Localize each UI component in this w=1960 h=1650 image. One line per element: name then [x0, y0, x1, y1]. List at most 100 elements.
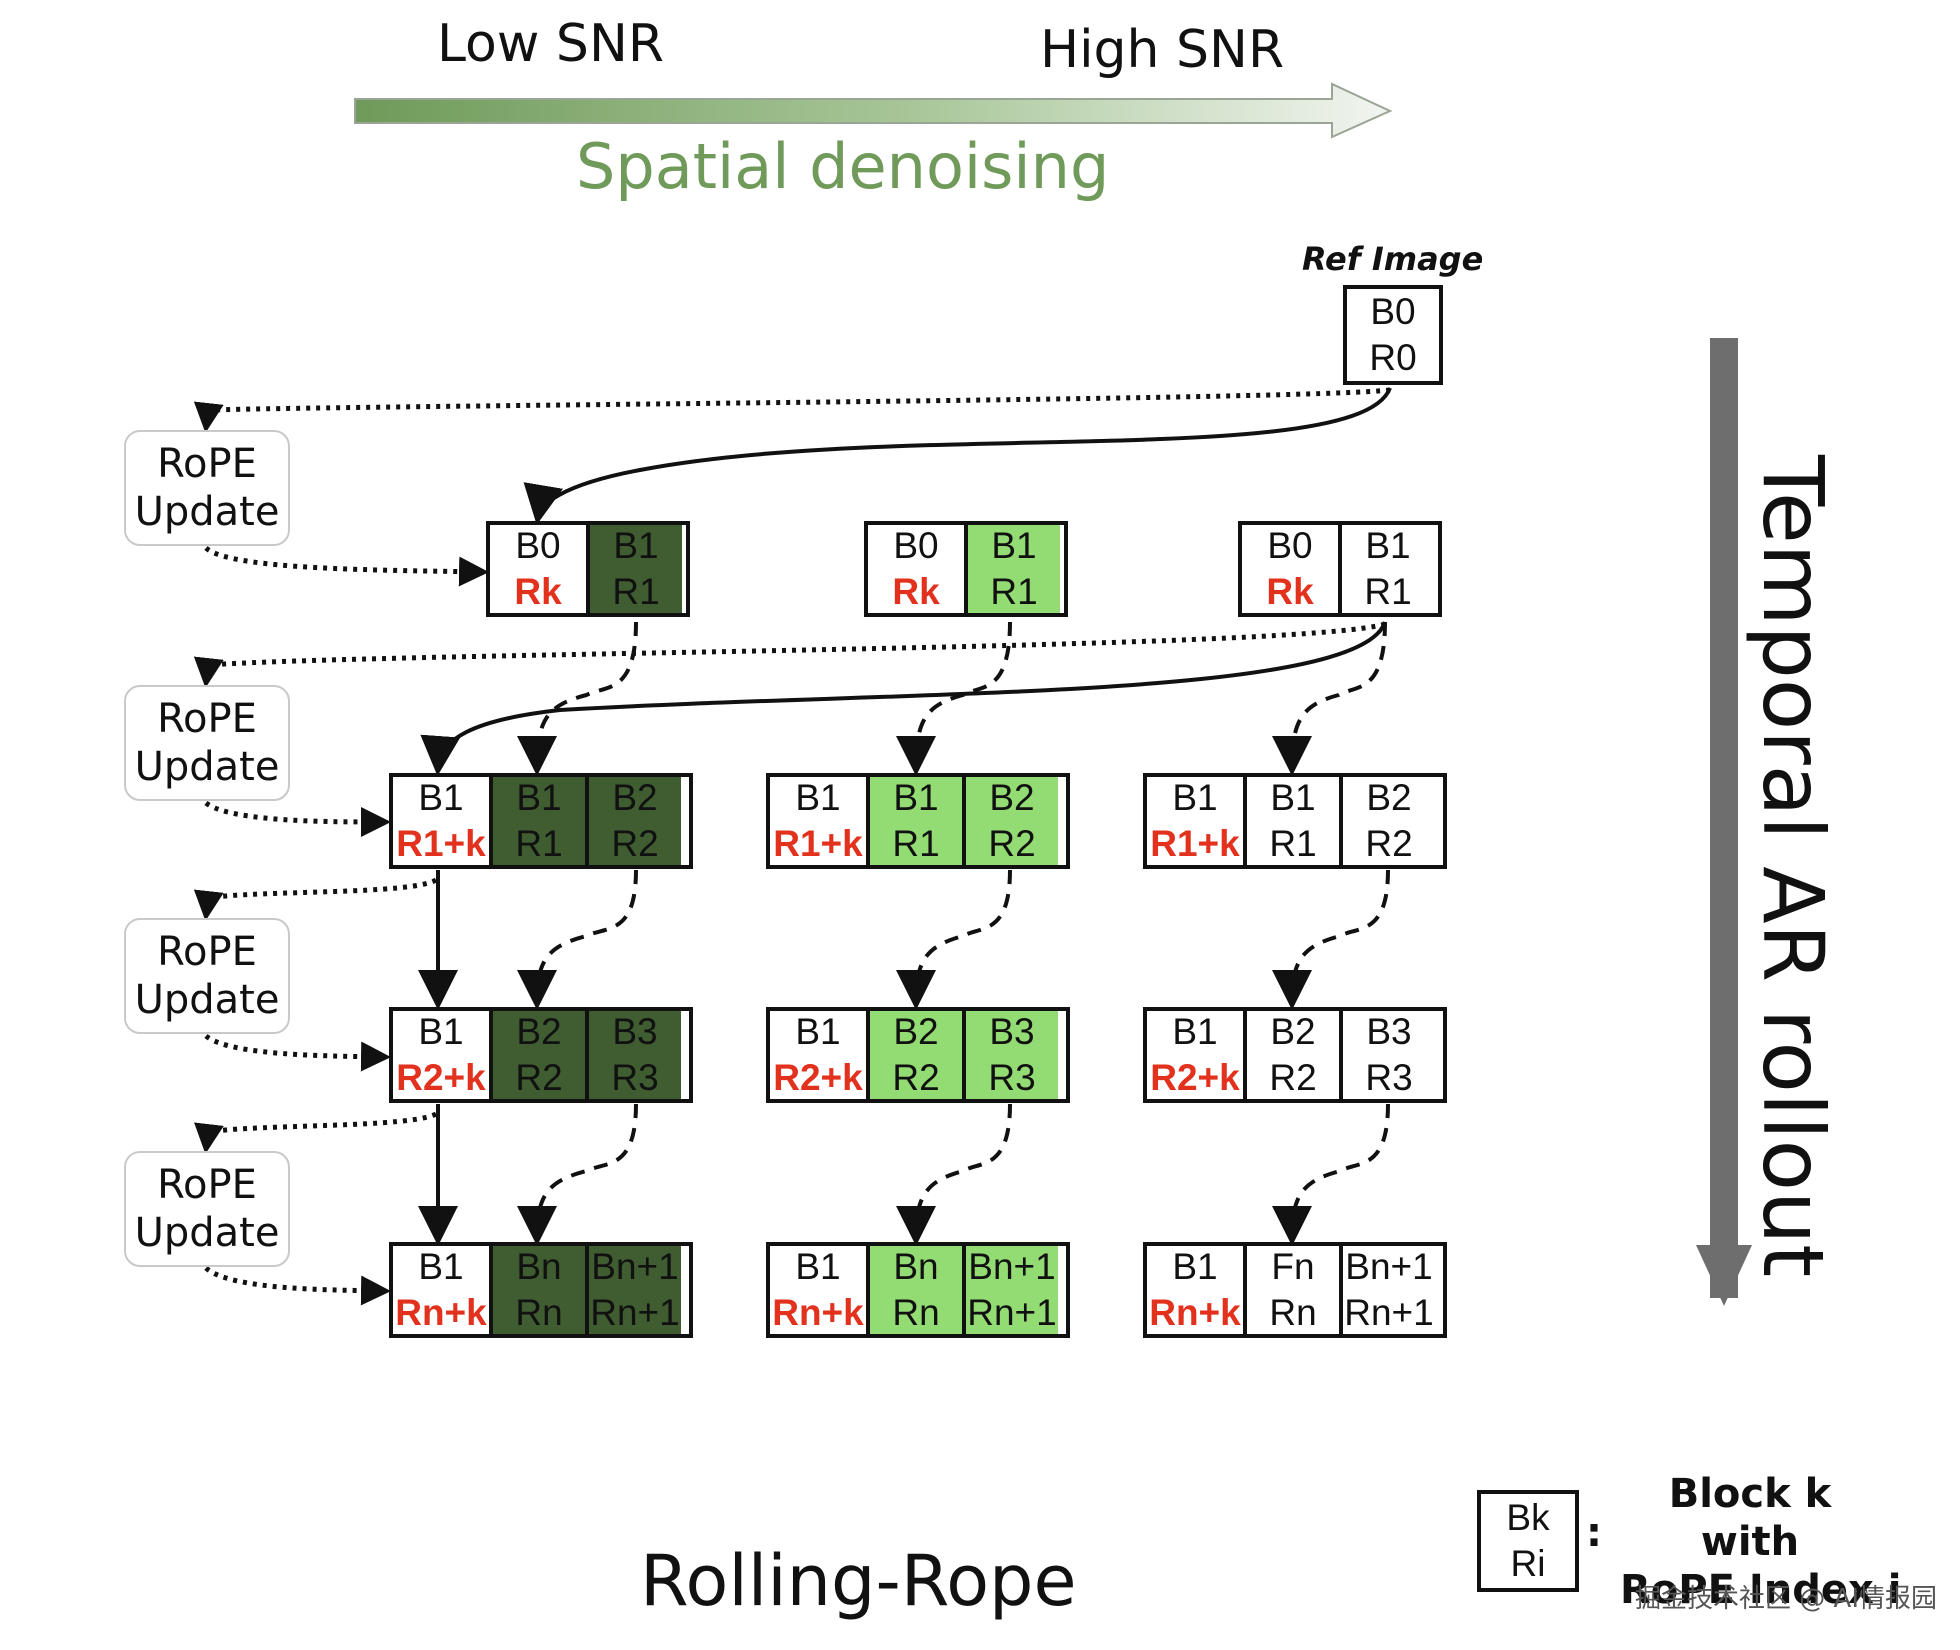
- block-id: B1: [893, 777, 939, 818]
- block-id: Fn: [1271, 1246, 1315, 1287]
- legend-rope-index: Ri: [1510, 1543, 1546, 1584]
- block-id: B1: [613, 525, 659, 566]
- block-id: B3: [989, 1011, 1035, 1052]
- spatial-denoising-label: Spatial denoising: [576, 130, 1110, 203]
- ref-rope-index: R0: [1369, 337, 1417, 378]
- rope-index: R1: [1364, 571, 1412, 612]
- rope-index: Rn+1: [1344, 1292, 1434, 1333]
- block-id: B2: [893, 1011, 939, 1052]
- dashed-connector: [896, 869, 1012, 1010]
- rope-index: R3: [611, 1057, 659, 1098]
- block-id: B2: [612, 777, 658, 818]
- rope-index: R1: [1269, 823, 1317, 864]
- rope-index: Rn+k: [395, 1292, 487, 1333]
- rope-index: R3: [1365, 1057, 1413, 1098]
- rope-index: R2+k: [396, 1057, 486, 1098]
- block-id: Bn+1: [1345, 1246, 1433, 1287]
- rope-index: Rn+1: [590, 1292, 680, 1333]
- dashed-connector: [896, 1103, 1012, 1246]
- high-snr-label: High SNR: [1040, 20, 1285, 80]
- rope-index: Rk: [892, 571, 940, 612]
- diagram-title: Rolling-Rope: [640, 1540, 1077, 1622]
- low-snr-label: Low SNR: [437, 14, 664, 74]
- watermark: 掘金技术社区 @ AI情报园: [1635, 1584, 1937, 1614]
- dashed-connector: [517, 1103, 638, 1246]
- solid-connector: [523, 387, 1392, 525]
- legend-block: Bk Ri: [1477, 1490, 1579, 1592]
- block-id: B2: [1270, 1011, 1316, 1052]
- block-id: B1: [1172, 1011, 1218, 1052]
- dashed-connector: [517, 621, 638, 776]
- block-id: B1: [1365, 525, 1411, 566]
- rope-index: Rn: [892, 1292, 940, 1333]
- block-id: B0: [515, 525, 561, 566]
- rope-index: R2: [611, 823, 659, 864]
- dashed-connector: [1272, 621, 1387, 776]
- block-id: B2: [989, 777, 1035, 818]
- rope-index: R1+k: [396, 823, 486, 864]
- block-id: B2: [1366, 777, 1412, 818]
- ref-block-id: B0: [1370, 291, 1416, 332]
- block-id: B3: [1366, 1011, 1412, 1052]
- block-id: Bn+1: [968, 1246, 1056, 1287]
- dotted-connector: [193, 387, 1391, 433]
- legend-block-id: Bk: [1506, 1497, 1550, 1538]
- dashed-connector: [517, 869, 638, 1010]
- block-id: B1: [795, 777, 841, 818]
- dotted-connector: [204, 1266, 391, 1306]
- dotted-connector: [204, 1033, 391, 1072]
- ref-image-block: B0 R0: [1343, 285, 1443, 385]
- block-id: Bn: [893, 1246, 939, 1287]
- block-id: Bn: [516, 1246, 562, 1287]
- rope-index: R1: [515, 823, 563, 864]
- rope-index: R1+k: [773, 823, 863, 864]
- dotted-connector: [193, 877, 438, 921]
- block-id: B1: [1172, 1246, 1218, 1287]
- rope-index: Rn+k: [772, 1292, 864, 1333]
- dashed-connector: [896, 621, 1012, 776]
- rope-index: Rn: [515, 1292, 563, 1333]
- rope-index: R2: [1365, 823, 1413, 864]
- dashed-connector: [1272, 869, 1390, 1010]
- dotted-connector: [204, 545, 489, 587]
- rope-index: R2: [1269, 1057, 1317, 1098]
- legend-colon: :: [1586, 1510, 1602, 1556]
- legend-description: Block k with RoPE Index i: [1620, 1471, 1902, 1613]
- block-id: B1: [795, 1011, 841, 1052]
- dotted-connector: [193, 621, 1386, 688]
